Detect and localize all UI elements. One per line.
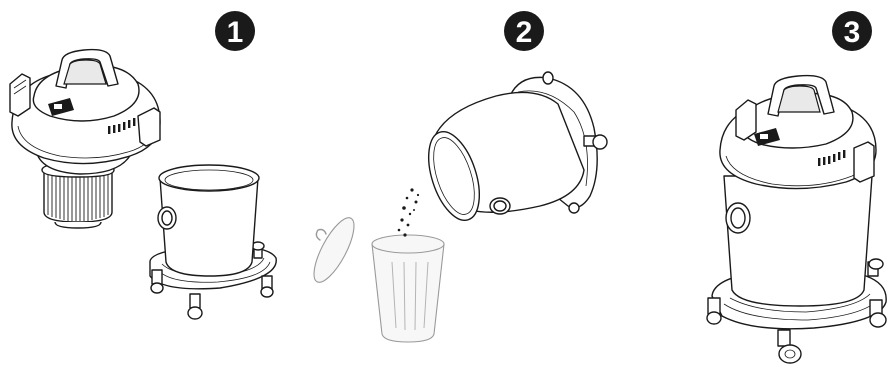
- step-1-illustration: [10, 50, 276, 319]
- caster-wheel: [151, 270, 163, 293]
- step-1-number: 1: [227, 16, 244, 49]
- step-2-illustration: [307, 72, 607, 342]
- step-3-number: 3: [844, 16, 861, 49]
- trash-bin-lid: [307, 213, 362, 288]
- collection-drum: [150, 165, 276, 319]
- motor-head: [10, 50, 160, 174]
- caster-wheel: [188, 294, 202, 319]
- caster-wheel: [569, 203, 579, 213]
- step-2-badge: 2: [504, 11, 544, 51]
- assembled-drum: [724, 176, 872, 306]
- assembled-motor-head: [720, 76, 876, 189]
- falling-debris: [398, 188, 419, 236]
- step-3-illustration: [707, 76, 886, 363]
- step-1-badge: 1: [215, 11, 255, 51]
- caster-wheel: [778, 330, 801, 363]
- trash-bin: [372, 235, 444, 342]
- step-3-badge: 3: [832, 11, 872, 51]
- caster-wheel: [543, 72, 553, 84]
- caster-wheel: [868, 259, 883, 276]
- caster-wheel: [707, 298, 721, 324]
- caster-wheel: [261, 276, 273, 297]
- tilted-drum: [419, 72, 607, 227]
- step-2-number: 2: [516, 16, 533, 49]
